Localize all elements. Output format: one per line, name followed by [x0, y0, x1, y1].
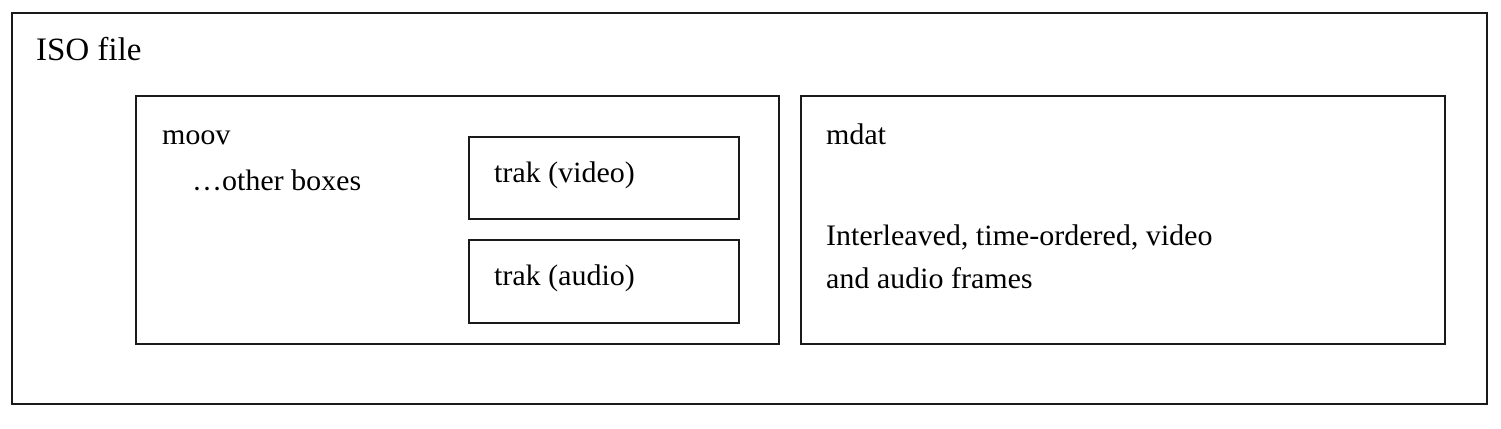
iso-file-label: ISO file — [36, 32, 142, 68]
trak-audio-label: trak (audio) — [494, 259, 635, 292]
trak-video-box — [468, 136, 740, 220]
trak-audio-box — [468, 239, 740, 324]
moov-label: moov — [162, 118, 231, 151]
mdat-description-line-2: and audio frames — [826, 262, 1033, 295]
trak-video-label: trak (video) — [494, 156, 635, 189]
mdat-description-line-1: Interleaved, time-ordered, video — [826, 219, 1213, 252]
mdat-label: mdat — [826, 118, 886, 151]
other-boxes-label: …other boxes — [192, 164, 362, 197]
mdat-box — [800, 95, 1446, 345]
mdat-description: Interleaved, time-ordered, video and aud… — [826, 214, 1426, 300]
